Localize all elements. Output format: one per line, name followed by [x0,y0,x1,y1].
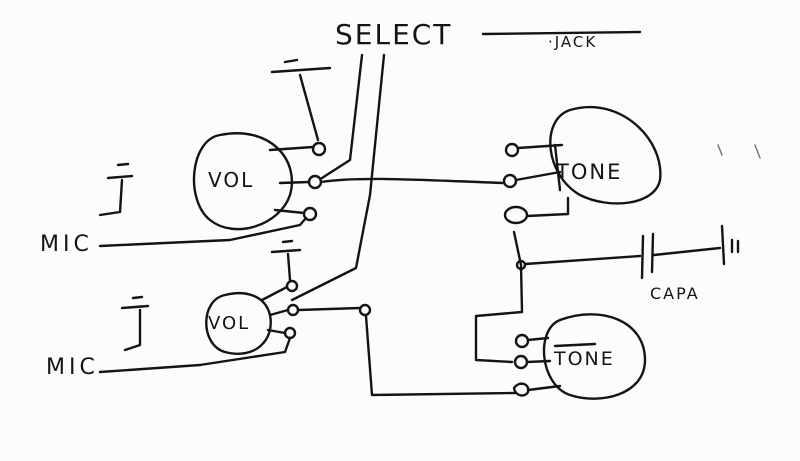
vol-top-label: VOL [208,168,255,192]
mic-bottom-label: MIC [46,355,99,380]
select-wire-1 [320,53,364,180]
vol-top-pot [192,132,293,231]
ground-symbol-mic-bottom [120,295,150,352]
stray-marks [717,144,761,159]
capacitor-wire [523,246,722,266]
vol-top-lugs [268,141,327,222]
ground-symbol-mic-top [98,162,134,217]
ground-symbol-vol-bottom [270,239,302,282]
vol-to-tone-wire [319,177,506,185]
vol-bottom-label: VOL [208,313,251,334]
vol-bottom-lugs [260,279,372,340]
tone-top-label: TONE [556,160,623,184]
vol-bottom-output-wire [296,306,517,397]
tone-bottom-pot [542,313,647,400]
vol-bottom-pot [205,292,272,355]
select-label: SELECT [335,18,453,51]
tone-bottom-label: TONE [554,348,615,370]
tone-top-lugs [502,142,570,225]
jack-label: ·JACK [548,33,598,51]
mic-top-label: MIC [40,232,93,257]
select-wire-2 [290,53,386,302]
ground-symbol-top [270,58,332,142]
tone-top-pot [549,105,662,205]
mic-bottom-wire [98,336,292,374]
capacitor-icon [640,232,655,280]
tone-bottom-lugs [512,333,597,397]
ground-end-icon [720,224,740,266]
tone-junction-wire [474,230,524,364]
mic-top-wire [98,216,308,248]
jack-line [481,30,642,36]
capacitor-label: CAPA [650,284,700,303]
